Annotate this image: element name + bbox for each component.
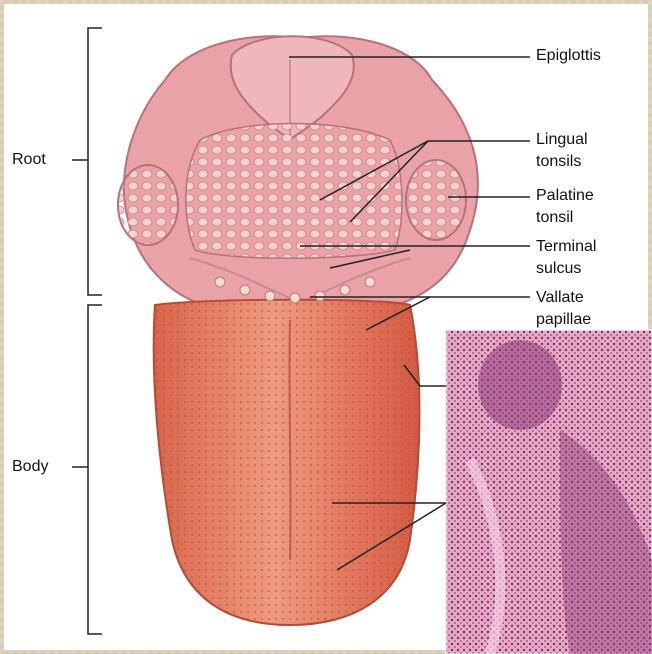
palatine-tonsil-right xyxy=(406,160,466,240)
median-sulcus xyxy=(289,320,290,560)
lingual-tonsils-region xyxy=(186,124,402,259)
label-palatine-tonsil-line1: Palatine xyxy=(536,186,594,205)
label-vallate-papillae-line2: papillae xyxy=(536,310,591,329)
label-lingual-tonsils-line2: tonsils xyxy=(536,152,581,171)
label-root: Root xyxy=(12,150,46,169)
label-terminal-sulcus-line1: Terminal xyxy=(536,237,596,256)
label-palatine-tonsil-line2: tonsil xyxy=(536,208,573,227)
label-epiglottis: Epiglottis xyxy=(536,46,601,65)
body-bracket xyxy=(88,305,102,634)
palatine-tonsil-left xyxy=(118,165,178,245)
label-body: Body xyxy=(12,457,48,476)
label-terminal-sulcus-line2: sulcus xyxy=(536,259,581,278)
label-vallate-papillae-line1: Vallate xyxy=(536,288,584,307)
label-lingual-tonsils-line1: Lingual xyxy=(536,130,588,149)
root-bracket xyxy=(88,28,102,295)
